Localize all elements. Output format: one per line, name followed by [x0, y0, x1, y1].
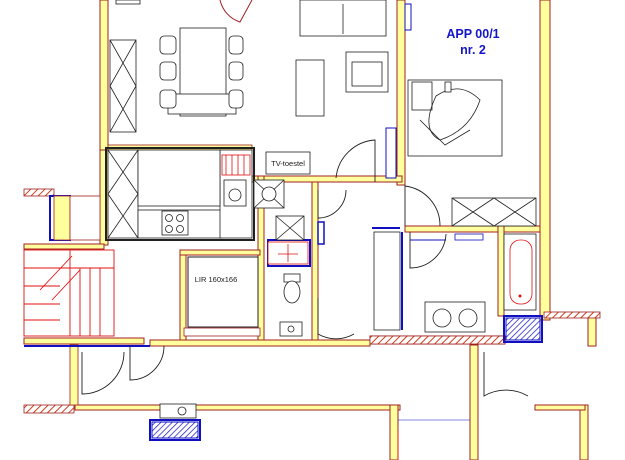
storage-box: LIR 160x166 [183, 256, 261, 337]
hall-storage [373, 231, 401, 331]
door-swing-bathroom [409, 232, 447, 269]
toilet-room [253, 179, 309, 337]
door-swing-entry-right [483, 352, 529, 397]
hall-column [317, 221, 325, 245]
door-swing-living [219, 0, 253, 23]
stair-core [53, 195, 101, 241]
door-frame-hall [385, 127, 397, 179]
apartment-number: nr. 2 [460, 43, 486, 57]
living-furniture [109, 0, 389, 133]
tv-label: TV-toestel [271, 159, 305, 168]
door-swing-hall [335, 139, 376, 182]
door-swing-hall-2 [317, 189, 347, 219]
blue-hatch-columns [151, 317, 541, 439]
door-swing-entry-left [81, 351, 125, 395]
structural-columns [24, 195, 543, 441]
storage-label: LIR 160x166 [195, 275, 238, 284]
meter-box [159, 403, 197, 419]
bedroom-door-leaf [444, 81, 452, 93]
door-leaf-bedroom [404, 3, 412, 31]
bathroom [424, 233, 537, 333]
apartment-code: APP 00/1 [446, 27, 499, 41]
staircase [23, 249, 115, 337]
door-swing-entry-mid [129, 345, 165, 381]
door-swing-toilet [317, 298, 355, 340]
door-swing-bedroom [404, 185, 441, 227]
kitchen [107, 144, 253, 239]
bedroom [407, 79, 537, 227]
tv-unit: TV-toestel [265, 151, 311, 175]
